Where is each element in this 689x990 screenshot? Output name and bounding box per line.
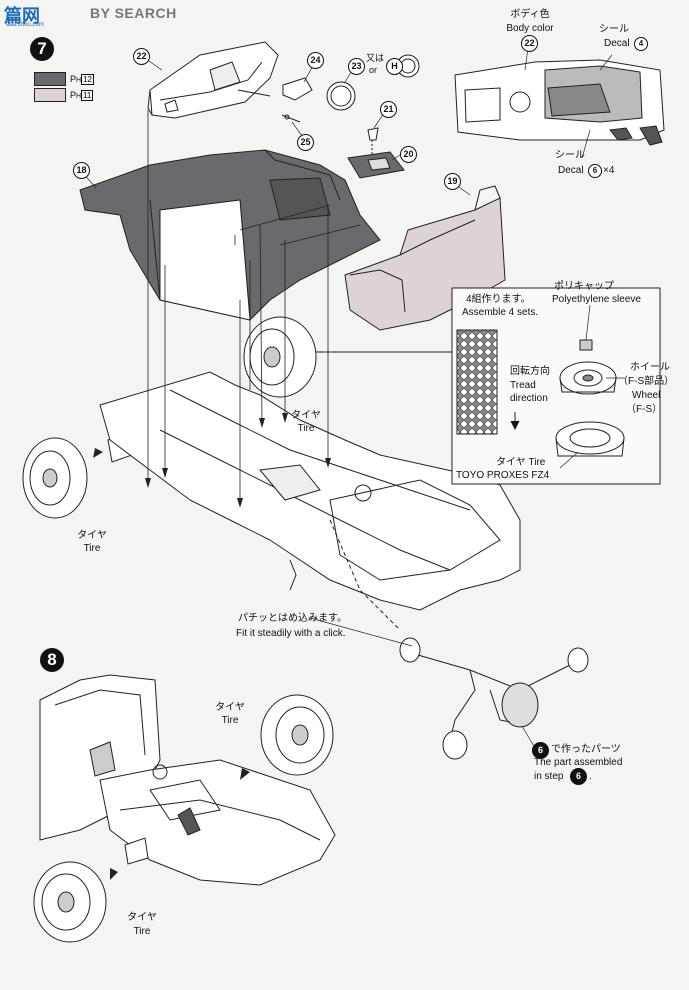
watermark-cn: 篇网: [4, 6, 40, 27]
floor-pan-part: [79, 149, 381, 321]
tire-label-2-jp: タイヤ: [77, 530, 107, 541]
or-jp-label: 又は: [366, 53, 385, 63]
decal-jp-label-2: シール: [555, 150, 585, 161]
tread-en-label-2: direction: [510, 393, 548, 404]
part-number-6-decal: 6: [588, 164, 602, 178]
watermark-logo: 篇网 BY SEARCH aaa.shou.com: [0, 0, 210, 28]
wheel-fs-en-label: （F-S）: [626, 404, 663, 415]
tire-left: [22, 437, 88, 519]
decal-en-label-2: Decal: [558, 165, 584, 176]
tire-label-1-jp: タイヤ: [291, 410, 321, 421]
tire-label-3-jp: タイヤ: [215, 702, 245, 713]
part-number-18: 18: [73, 162, 90, 179]
tread-jp-label: 回転方向: [510, 366, 550, 377]
tread-en-label-1: Tread: [510, 380, 536, 391]
tire-top: [243, 316, 317, 398]
tire-label-4-en: Tire: [133, 926, 151, 937]
wheel-jp-label: ホイール: [630, 362, 670, 373]
chassis-frame-top: [99, 371, 521, 611]
assemble-en-label: Assemble 4 sets.: [462, 307, 539, 318]
tire-detail-box: [316, 287, 661, 485]
step-6-ref-badge: 6: [532, 742, 549, 759]
poly-jp-label: ポリキャップ: [554, 281, 614, 292]
assemble-jp-label: 4組作ります。: [466, 294, 531, 305]
tire-model-label: TOYO PROXES FZ4: [456, 470, 550, 481]
wheel-en-label: Wheel: [632, 390, 661, 401]
click-note-en: Fit it steadily with a click.: [236, 628, 346, 639]
part-number-21: 21: [380, 101, 397, 118]
step-8-badge: 8: [40, 648, 64, 672]
made6-en-label-2: in step: [534, 771, 564, 782]
decal-jp-label-1: シール: [599, 24, 629, 35]
tire-step8-right: [260, 694, 334, 776]
made6-en-label-1: The part assembled: [534, 757, 623, 768]
shift-parts: [347, 127, 405, 179]
tire-box-label: タイヤ Tire: [496, 457, 546, 468]
tire-label-3-en: Tire: [221, 715, 239, 726]
part-number-4: 4: [634, 37, 648, 51]
watermark-en: BY SEARCH: [90, 5, 177, 21]
tire-label-1-en: Tire: [297, 423, 315, 434]
part-number-25: 25: [297, 134, 314, 151]
made6-period: .: [589, 771, 592, 782]
part-number-22-inset: 22: [521, 35, 538, 52]
step8-assembly: [39, 674, 336, 886]
step-6-ref-badge-2: 6: [570, 768, 587, 785]
part-number-22: 22: [133, 48, 150, 65]
made6-jp-label: で作ったパーツ: [551, 744, 621, 755]
body-color-en-label: Body color: [506, 23, 554, 34]
watermark-url: aaa.shou.com: [6, 22, 44, 28]
guide-lines-top: [147, 110, 361, 500]
steering-wheel-parts: [237, 54, 420, 123]
decal-en-label-1: Decal: [604, 38, 630, 49]
part-number-H: H: [386, 58, 403, 75]
wheel-fs-jp-label: （F-S部品）: [618, 376, 675, 387]
part-number-20: 20: [400, 146, 417, 163]
tire-label-2-en: Tire: [83, 543, 101, 554]
part-number-24: 24: [307, 52, 324, 69]
dashboard-part: [147, 41, 279, 119]
tire-label-4-jp: タイヤ: [127, 912, 157, 923]
legend-swatch-dark: [34, 72, 66, 86]
part-number-19: 19: [444, 173, 461, 190]
body-color-jp-label: ボディ色: [510, 9, 550, 20]
legend-swatch-light: [34, 88, 66, 102]
decal-count: ×4: [603, 165, 615, 176]
poly-en-label: Polyethylene sleeve: [552, 294, 641, 305]
step-7-badge: 7: [30, 37, 54, 61]
dashboard-inset: [454, 59, 665, 146]
or-en-label: or: [369, 65, 378, 75]
tire-step8-left: [33, 861, 107, 943]
click-note-jp: パチッとはめ込みます。: [238, 613, 347, 624]
part-number-23: 23: [348, 58, 365, 75]
rear-axle-part: [399, 637, 589, 760]
